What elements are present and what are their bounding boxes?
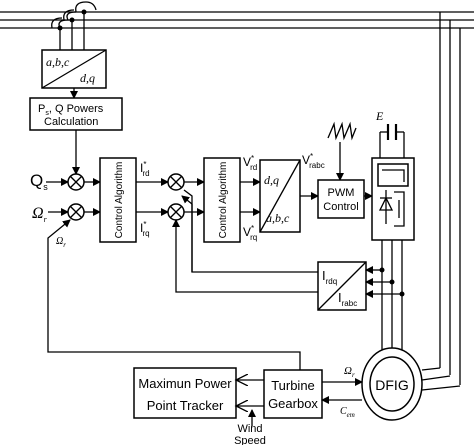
turbine-line2: Gearbox (268, 396, 318, 411)
sum-junction-omega (67, 203, 85, 221)
sum-junction-ird (167, 173, 185, 191)
wind-line2: Speed (234, 435, 266, 445)
qs-input-label: Qs (30, 171, 48, 192)
dq-abc-top-label: d,q (264, 173, 279, 187)
omega-shaft-label: Ωr (344, 365, 355, 379)
sum-junction-q (67, 173, 85, 191)
abc-dq-top-label: a,b,c (46, 55, 70, 69)
control-algorithm-2: Control Algorithm (203, 157, 241, 243)
turbine-gearbox-block: Turbine Gearbox (263, 369, 323, 419)
irq-ref-label: I*rq (140, 220, 150, 238)
mppt-block: Maximun Power Point Tracker (133, 367, 237, 419)
wind-line1: Wind (237, 423, 262, 435)
carrier-sawtooth-icon (327, 121, 357, 141)
pwm-line2: Control (323, 201, 358, 213)
sum-junction-irq (167, 203, 185, 221)
abc-to-dq-block: a,b,c d,q (41, 49, 107, 89)
irabc-label: Irabc (338, 290, 357, 308)
control-algorithm-1: Control Algorithm (99, 157, 137, 243)
ird-ref-label: I*rd (140, 160, 150, 178)
dq-abc-bottom-label: a,b,c (266, 211, 290, 225)
vrabc-ref-label: V*rabc (302, 152, 325, 170)
e-label: E (375, 109, 384, 123)
omega-r-input-label: Ωr (32, 205, 48, 224)
dc-link-capacitor: E (375, 109, 405, 158)
rotor-current-block: Irdq Irabc (317, 261, 367, 311)
mppt-line1: Maximun Power (138, 376, 232, 391)
vrq-ref-label: V*rq (243, 224, 257, 242)
pwm-control-block: PWM Control (317, 179, 365, 219)
dfig-label: DFIG (375, 377, 408, 393)
irdq-label: Irdq (322, 268, 337, 286)
control-algorithm-1-label: Control Algorithm (114, 162, 125, 239)
abc-dq-bottom-label: d,q (80, 71, 95, 85)
pwm-line1: PWM (328, 187, 355, 199)
control-algorithm-2-label: Control Algorithm (218, 162, 229, 239)
dfig-machine: DFIG (361, 347, 461, 421)
cem-label: Cem (340, 406, 355, 419)
back-to-back-converter (371, 157, 415, 241)
powers-calculation-block: Ps, Q Powers Calculation (29, 97, 123, 131)
grid-lines (0, 1, 474, 385)
powers-calc-line2: Calculation (44, 116, 98, 128)
omega-r-feedback-label: Ωr (56, 236, 66, 249)
vrd-ref-label: V*rd (243, 154, 257, 172)
turbine-line1: Turbine (271, 378, 315, 393)
dq-to-abc-block: d,q a,b,c (259, 159, 301, 233)
svg-text:Ps, Q Powers: Ps, Q Powers (38, 103, 104, 117)
mppt-line2: Point Tracker (147, 398, 224, 413)
